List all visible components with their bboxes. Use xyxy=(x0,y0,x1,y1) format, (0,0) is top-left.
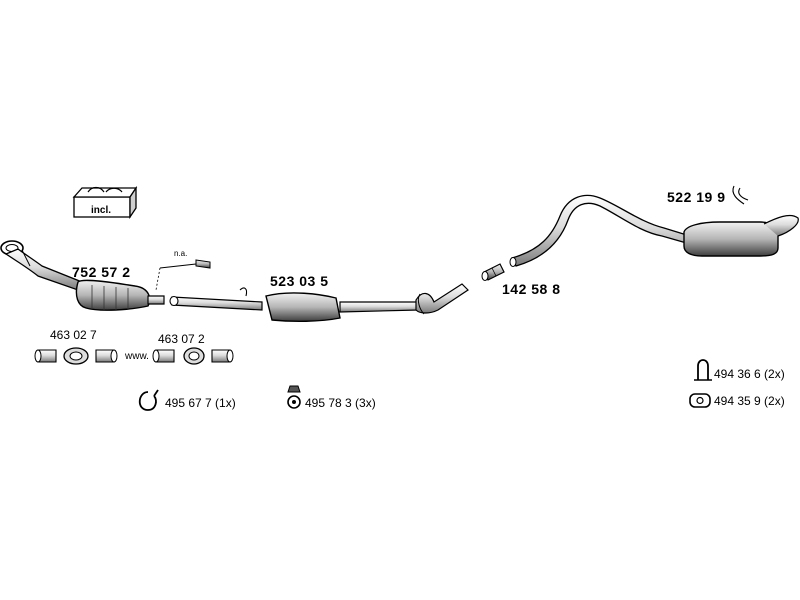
part-number-kit-1: 463 02 7 xyxy=(50,328,97,342)
mounting-kit-463-02-7[interactable] xyxy=(34,347,118,365)
part-number-bracket: 494 36 6 (2x) xyxy=(714,367,785,381)
front-pipe-centre-silencer[interactable] xyxy=(169,283,469,323)
not-available-note: n.a. xyxy=(174,249,188,258)
part-number-clamp: 495 67 7 (1x) xyxy=(165,396,236,410)
part-number-rear-muffler: 522 19 9 xyxy=(667,189,726,205)
rubber-mount-icon xyxy=(287,385,301,409)
part-number-front-pipe: 523 03 5 xyxy=(270,273,329,289)
part-number-kit-2: 463 07 2 xyxy=(158,332,205,346)
part-number-rubber-mount: 495 78 3 (3x) xyxy=(305,396,376,410)
part-number-catalytic-converter: 752 57 2 xyxy=(72,264,131,280)
oxygen-sensor-not-available xyxy=(155,259,211,291)
www-note: www. xyxy=(125,351,149,362)
incl-note: incl. xyxy=(91,205,112,216)
rubber-ring-icon xyxy=(689,393,711,408)
part-number-rubber-ring: 494 35 9 (2x) xyxy=(714,394,785,408)
connector-pipe[interactable] xyxy=(481,263,505,281)
mounting-kit-463-07-2[interactable] xyxy=(152,347,234,365)
catalytic-converter[interactable] xyxy=(0,240,165,311)
incl-kit-box xyxy=(72,185,138,220)
part-number-connector: 142 58 8 xyxy=(502,281,561,297)
bracket-icon xyxy=(694,359,712,381)
clamp-icon xyxy=(138,389,159,411)
rear-muffler[interactable] xyxy=(509,185,799,267)
